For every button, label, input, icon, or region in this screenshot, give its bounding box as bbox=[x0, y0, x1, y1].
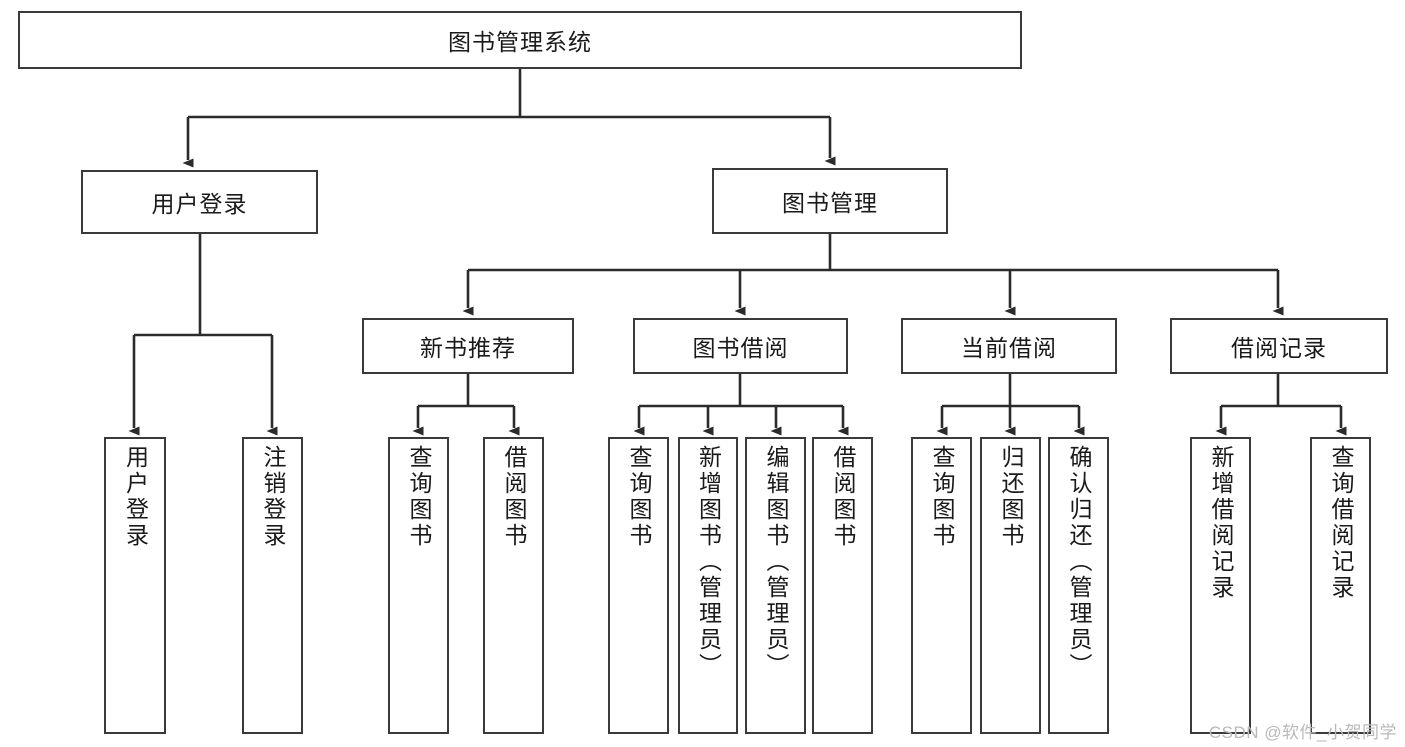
node-leaf-return-book-label: 归还图书 bbox=[998, 445, 1024, 549]
node-leaf-query-book-cb-label: 查询图书 bbox=[929, 445, 955, 549]
node-leaf-query-book-bb[interactable]: 查询图书 bbox=[608, 437, 669, 734]
node-root[interactable]: 图书管理系统 bbox=[18, 11, 1022, 69]
node-leaf-query-book-bb-label: 查询图书 bbox=[626, 445, 652, 549]
node-leaf-add-book-label: 新增图书（管理员） bbox=[695, 445, 722, 679]
node-current-borrow[interactable]: 当前借阅 bbox=[901, 318, 1117, 374]
node-leaf-borrow-book-bb[interactable]: 借阅图书 bbox=[812, 437, 873, 734]
node-leaf-logout[interactable]: 注销登录 bbox=[242, 437, 303, 734]
node-leaf-return-book[interactable]: 归还图书 bbox=[980, 437, 1041, 734]
node-book-management-label: 图书管理 bbox=[782, 190, 878, 216]
node-book-borrow-label: 图书借阅 bbox=[692, 335, 789, 361]
node-leaf-edit-book-label: 编辑图书（管理员） bbox=[763, 445, 789, 679]
watermark: CSDN @软件_小贺同学 bbox=[1208, 723, 1397, 742]
node-leaf-confirm-return[interactable]: 确认归还（管理员） bbox=[1048, 437, 1109, 734]
node-new-book-recommend[interactable]: 新书推荐 bbox=[362, 318, 574, 374]
node-borrow-record[interactable]: 借阅记录 bbox=[1170, 318, 1388, 374]
node-leaf-query-book-nr[interactable]: 查询图书 bbox=[388, 437, 449, 734]
node-leaf-confirm-return-label: 确认归还（管理员） bbox=[1066, 445, 1092, 679]
node-leaf-query-book-nr-label: 查询图书 bbox=[406, 445, 432, 549]
node-leaf-user-login[interactable]: 用户登录 bbox=[104, 437, 166, 734]
node-leaf-edit-book[interactable]: 编辑图书（管理员） bbox=[745, 437, 806, 734]
node-leaf-borrow-book-bb-label: 借阅图书 bbox=[830, 445, 856, 549]
node-leaf-add-book[interactable]: 新增图书（管理员） bbox=[678, 437, 738, 734]
node-leaf-logout-label: 注销登录 bbox=[260, 445, 286, 549]
node-leaf-query-borrow-record-label: 查询借阅记录 bbox=[1328, 445, 1354, 601]
node-leaf-add-borrow-record[interactable]: 新增借阅记录 bbox=[1190, 437, 1251, 734]
node-leaf-query-book-cb[interactable]: 查询图书 bbox=[911, 437, 972, 734]
node-book-borrow[interactable]: 图书借阅 bbox=[633, 318, 848, 374]
node-leaf-borrow-book-nr-label: 借阅图书 bbox=[501, 445, 527, 549]
node-book-management[interactable]: 图书管理 bbox=[712, 168, 948, 234]
node-leaf-borrow-book-nr[interactable]: 借阅图书 bbox=[483, 437, 544, 734]
node-current-borrow-label: 当前借阅 bbox=[961, 335, 1057, 361]
node-leaf-user-login-label: 用户登录 bbox=[122, 445, 149, 549]
node-new-book-recommend-label: 新书推荐 bbox=[420, 335, 516, 361]
node-user-login[interactable]: 用户登录 bbox=[81, 170, 318, 234]
node-root-label: 图书管理系统 bbox=[448, 29, 592, 55]
node-leaf-add-borrow-record-label: 新增借阅记录 bbox=[1208, 445, 1234, 601]
node-user-login-label: 用户登录 bbox=[151, 191, 248, 217]
node-leaf-query-borrow-record[interactable]: 查询借阅记录 bbox=[1310, 437, 1371, 734]
node-borrow-record-label: 借阅记录 bbox=[1231, 335, 1327, 361]
